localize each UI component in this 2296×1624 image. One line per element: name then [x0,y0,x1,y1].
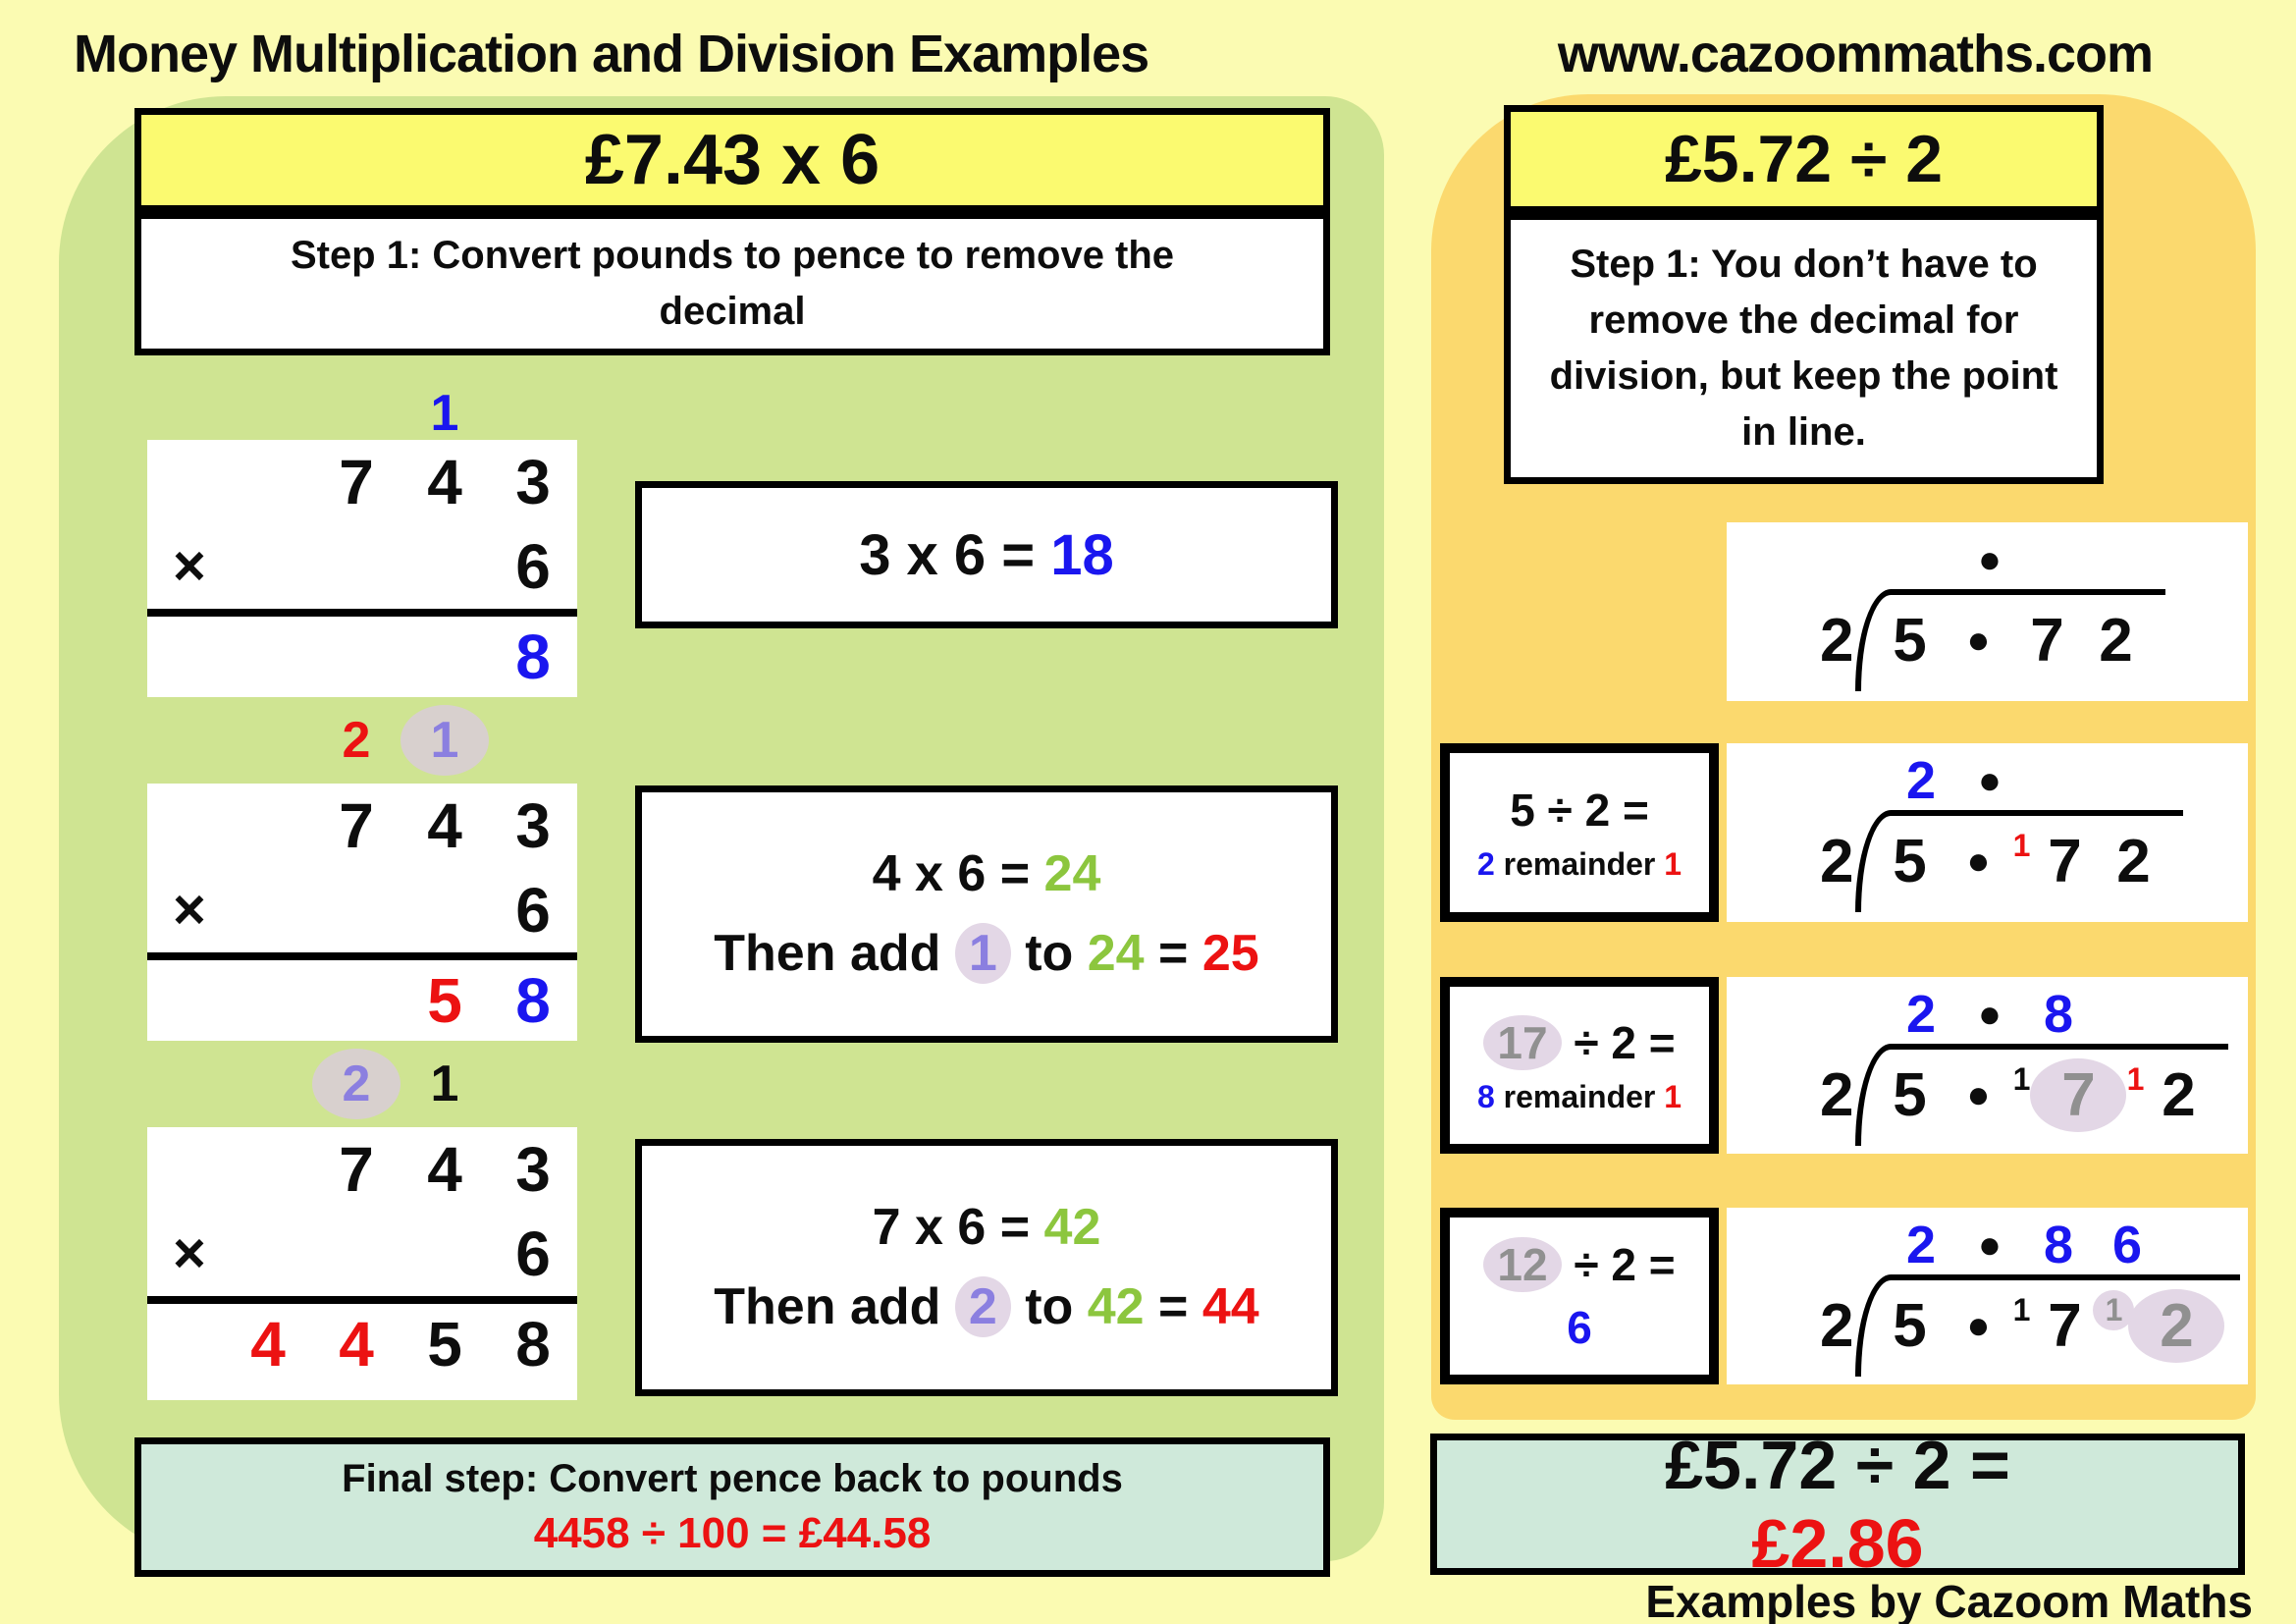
remainder-line: 8 remainder 1 [1476,1078,1682,1114]
fact-line: 12 ÷ 2 = [1483,1237,1676,1292]
explanation-box-3: 7 x 6 = 42 Then add 2 to 42 = 44 [635,1139,1338,1396]
divisor: 2 [1820,827,1854,895]
quotient-line: ● [1977,537,2002,581]
divisor: 2 [1820,1060,1854,1129]
credit-text: Examples by Cazoom Maths [1645,1576,2253,1624]
division-fact-box-1: 5 ÷ 2 = 2 remainder 1 [1440,743,1719,922]
multiplier-row: × 6 [147,1212,577,1296]
times-icon: × [173,1221,206,1285]
carry-row-1: 1 [430,385,459,442]
explanation-line: 7 x 6 = 42 [872,1199,1101,1257]
remainder-line: 2 remainder 1 [1476,845,1682,882]
final-step-calculation: 4458 ÷ 100 = £44.58 [533,1508,932,1557]
explanation-box-1: 3 x 6 = 18 [635,481,1338,628]
final-step-text: Final step: Convert pence back to pounds [342,1456,1123,1500]
division-fact-box-2: 17 ÷ 2 = 8 remainder 1 [1440,977,1719,1154]
division-step1: Step 1: You don’t have to remove the dec… [1504,213,2104,484]
quotient-line: 2● [1905,751,2002,810]
explanation-line: Then add 2 to 42 = 44 [714,1276,1259,1337]
equals-line [147,952,577,960]
fact-line: 5 ÷ 2 = [1510,784,1649,836]
multiplication-step1: Step 1: Convert pounds to pence to remov… [134,212,1330,355]
site-url: www.cazoommaths.com [1557,25,2154,83]
result-row: 8 [515,622,551,692]
multiplier-row: × 6 [147,524,577,609]
explanation-line: 3 x 6 = 18 [859,522,1114,587]
explanation-box-2: 4 x 6 = 24 Then add 1 to 24 = 25 [635,785,1338,1043]
times-icon: × [173,534,206,598]
explanation-line: 4 x 6 = 24 [872,845,1101,903]
division-fact-box-3: 12 ÷ 2 = 6 [1440,1208,1719,1384]
multiplication-final-box: Final step: Convert pence back to pounds… [134,1437,1330,1577]
equals-line [147,1296,577,1304]
divisor: 2 [1820,606,1854,675]
fact-line: 17 ÷ 2 = [1483,1014,1676,1070]
division-final-box: £5.72 ÷ 2 = £2.86 [1430,1427,2245,1582]
quotient-answer: 6 [1567,1302,1592,1353]
divisor: 2 [1820,1291,1854,1360]
equals-line [147,609,577,617]
times-icon: × [173,878,206,942]
multiplication-header: £7.43 x 6 [134,108,1330,212]
multiplier-row: × 6 [147,868,577,952]
division-header: £5.72 ÷ 2 [1504,105,2104,213]
explanation-line: Then add 1 to 24 = 25 [714,923,1259,984]
page-title: Money Multiplication and Division Exampl… [74,25,1149,83]
quotient-line: 2●8 [1905,985,2074,1044]
